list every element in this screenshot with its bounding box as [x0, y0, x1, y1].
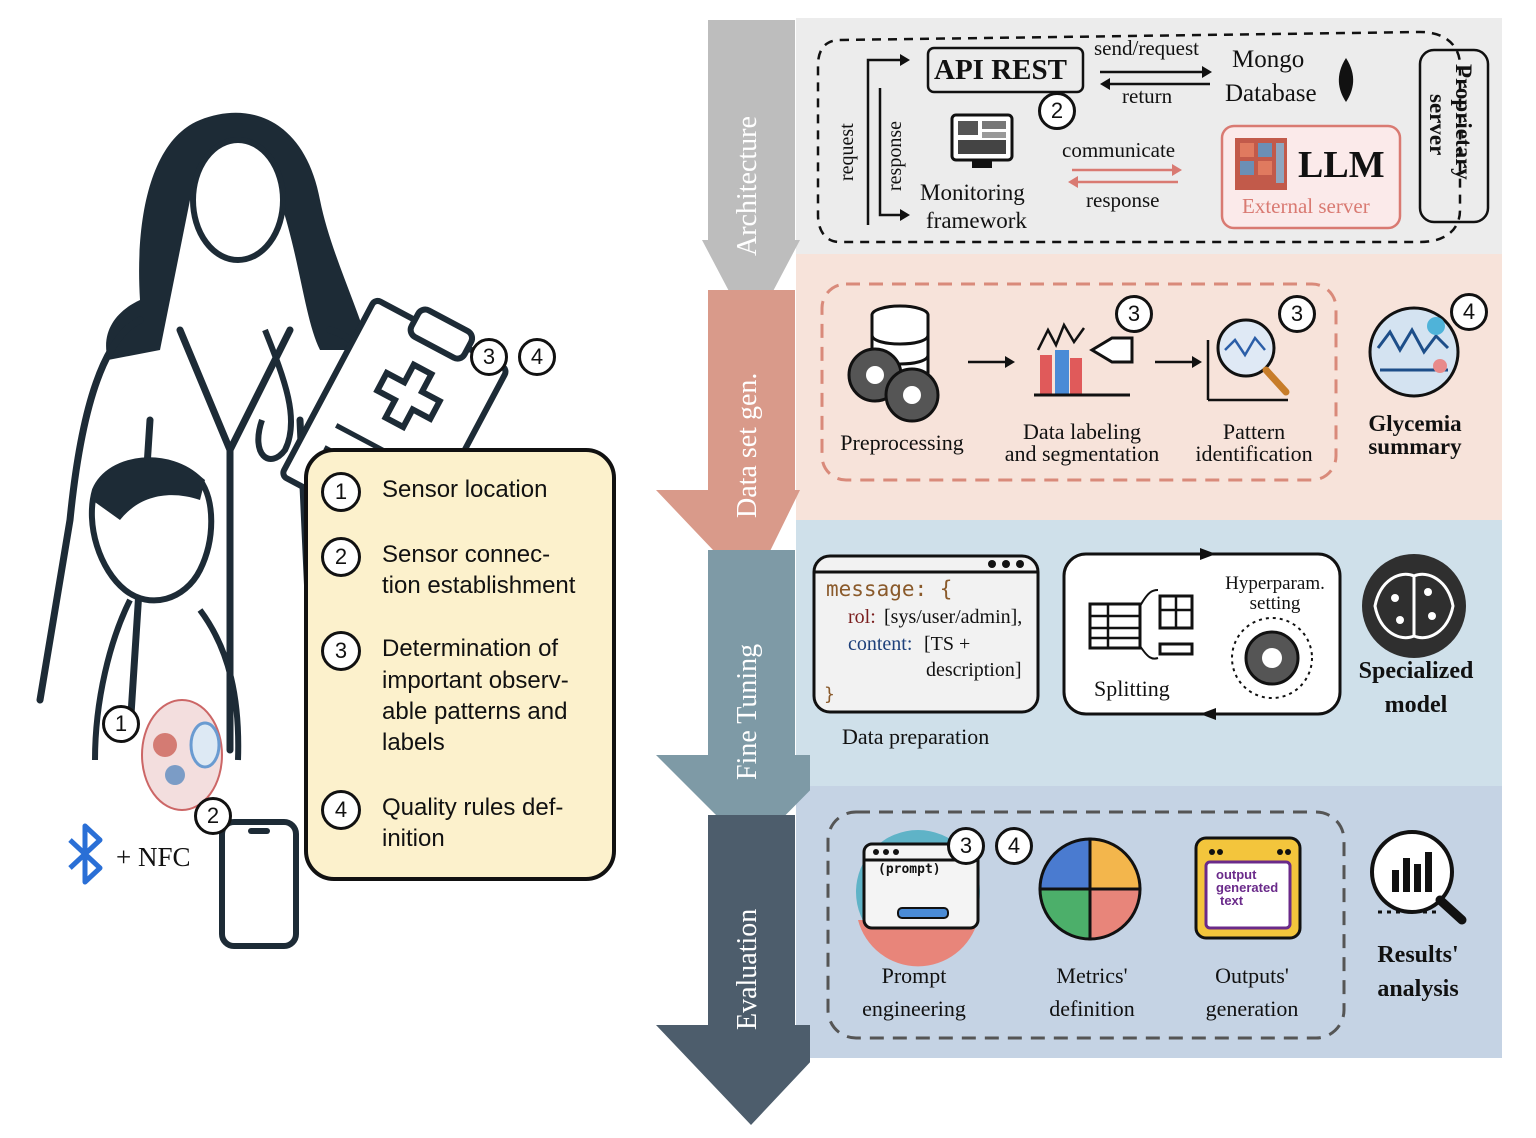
data-labeling-icon	[1034, 322, 1134, 397]
llm-label: LLM	[1298, 144, 1385, 186]
pipeline-arrows	[656, 20, 810, 1125]
proprietary-label: Proprietary	[1451, 64, 1476, 180]
request-label: request	[836, 123, 858, 181]
marker-1-sensor: 1	[102, 705, 140, 743]
marker-4-prompt: 4	[995, 827, 1033, 865]
marker-2-phone: 2	[194, 797, 232, 835]
bluetooth-icon	[68, 823, 103, 885]
glycemia-summary-icon	[1368, 306, 1460, 398]
dataset-arrow	[656, 290, 800, 590]
return-label: return	[1122, 84, 1173, 108]
metrics-label-1: Metrics'	[1056, 963, 1128, 988]
evaluation-arrow	[656, 815, 810, 1125]
database-label: Database	[1225, 80, 1317, 107]
metrics-label-2: definition	[1049, 996, 1135, 1021]
mongo-label: Mongo	[1232, 46, 1305, 73]
finetuning-arrow	[656, 550, 810, 850]
output-text-icon	[1194, 836, 1302, 940]
communicate-label: communicate	[1062, 138, 1176, 162]
code-content-key: content:	[848, 633, 913, 655]
code-message: message: {	[826, 577, 953, 601]
results-label-2: analysis	[1377, 976, 1459, 1002]
labeling-label-1: Data labeling	[1023, 419, 1141, 444]
finetuning-diagram	[812, 548, 1466, 720]
code-rol-value: [sys/user/admin],	[884, 606, 1023, 628]
output-icon-text-1: output	[1216, 867, 1257, 882]
doctor-hair	[106, 112, 371, 360]
stage-dataset: Data set gen.	[732, 372, 763, 518]
splitting-label: Splitting	[1094, 676, 1170, 701]
llm-cube-icon	[1235, 138, 1287, 190]
outputs-label-1: Outputs'	[1215, 963, 1289, 988]
code-content-value: [TS +	[924, 633, 971, 655]
architecture-arrow	[702, 20, 800, 333]
labeling-label-2: and segmentation	[1004, 441, 1160, 466]
marker-3-labeling: 3	[1115, 295, 1153, 333]
brain-icon	[1362, 554, 1466, 658]
sensor-illustration	[141, 699, 223, 811]
marker-3-clipboard: 3	[470, 338, 508, 376]
output-icon-text-3: text	[1220, 893, 1244, 908]
hyperparam-label-1: Hyperparam.	[1225, 573, 1325, 594]
outputs-label-2: generation	[1205, 996, 1299, 1021]
results-label-1: Results'	[1377, 942, 1459, 968]
nfc-label: + NFC	[116, 842, 191, 872]
framework-label: framework	[926, 208, 1027, 233]
marker-3-prompt: 3	[947, 827, 985, 865]
prompt-label-2: engineering	[862, 996, 966, 1021]
results-analysis-icon	[1370, 830, 1467, 925]
smartphone-icon	[219, 819, 299, 949]
architecture-diagram	[816, 30, 1490, 244]
stage-evaluation: Evaluation	[732, 908, 763, 1030]
database-gears-icon	[847, 304, 940, 423]
marker-4-clipboard: 4	[518, 338, 556, 376]
code-description: description]	[926, 659, 1022, 681]
prompt-icon-text: (prompt)	[878, 862, 941, 877]
table-split-icon	[1088, 589, 1194, 660]
api-rest-label: API REST	[934, 54, 1067, 86]
child-figure	[88, 457, 242, 761]
glycemia-label-2: summary	[1368, 434, 1462, 459]
dataset-diagram	[820, 282, 1460, 482]
pattern-magnifier-icon	[1206, 318, 1290, 402]
mongodb-leaf-icon	[1338, 58, 1354, 102]
server-label: server	[1425, 94, 1450, 156]
stage-architecture: Architecture	[732, 116, 763, 256]
settings-gear-icon	[1231, 617, 1313, 699]
metrics-pie-icon	[1038, 837, 1142, 941]
monitor-icon	[950, 113, 1014, 168]
output-icon-text-2: generated	[1216, 880, 1279, 895]
preprocessing-label: Preprocessing	[840, 430, 964, 455]
pattern-label-2: identification	[1195, 441, 1313, 466]
response-label: response	[1086, 188, 1160, 212]
stage-finetuning: Fine Tuning	[732, 643, 763, 780]
pattern-label-1: Pattern	[1222, 419, 1286, 444]
monitoring-label: Monitoring	[920, 180, 1025, 205]
specialized-label-1: Specialized	[1358, 658, 1474, 684]
hyperparam-label-2: setting	[1249, 593, 1301, 614]
send-request-label: send/request	[1094, 36, 1199, 60]
external-server-label: External server	[1242, 194, 1370, 218]
response-vertical-label: response	[884, 121, 906, 191]
glycemia-label-1: Glycemia	[1368, 411, 1462, 436]
marker-2-api: 2	[1038, 92, 1076, 130]
marker-4-glycemia: 4	[1450, 293, 1488, 331]
data-preparation-label: Data preparation	[842, 724, 990, 749]
code-rol-key: rol:	[848, 606, 876, 628]
doctor-patient-illustration	[36, 112, 509, 949]
code-close: }	[824, 684, 835, 705]
prompt-label-1: Prompt	[881, 963, 947, 988]
marker-3-pattern: 3	[1278, 295, 1316, 333]
specialized-label-2: model	[1384, 692, 1448, 718]
